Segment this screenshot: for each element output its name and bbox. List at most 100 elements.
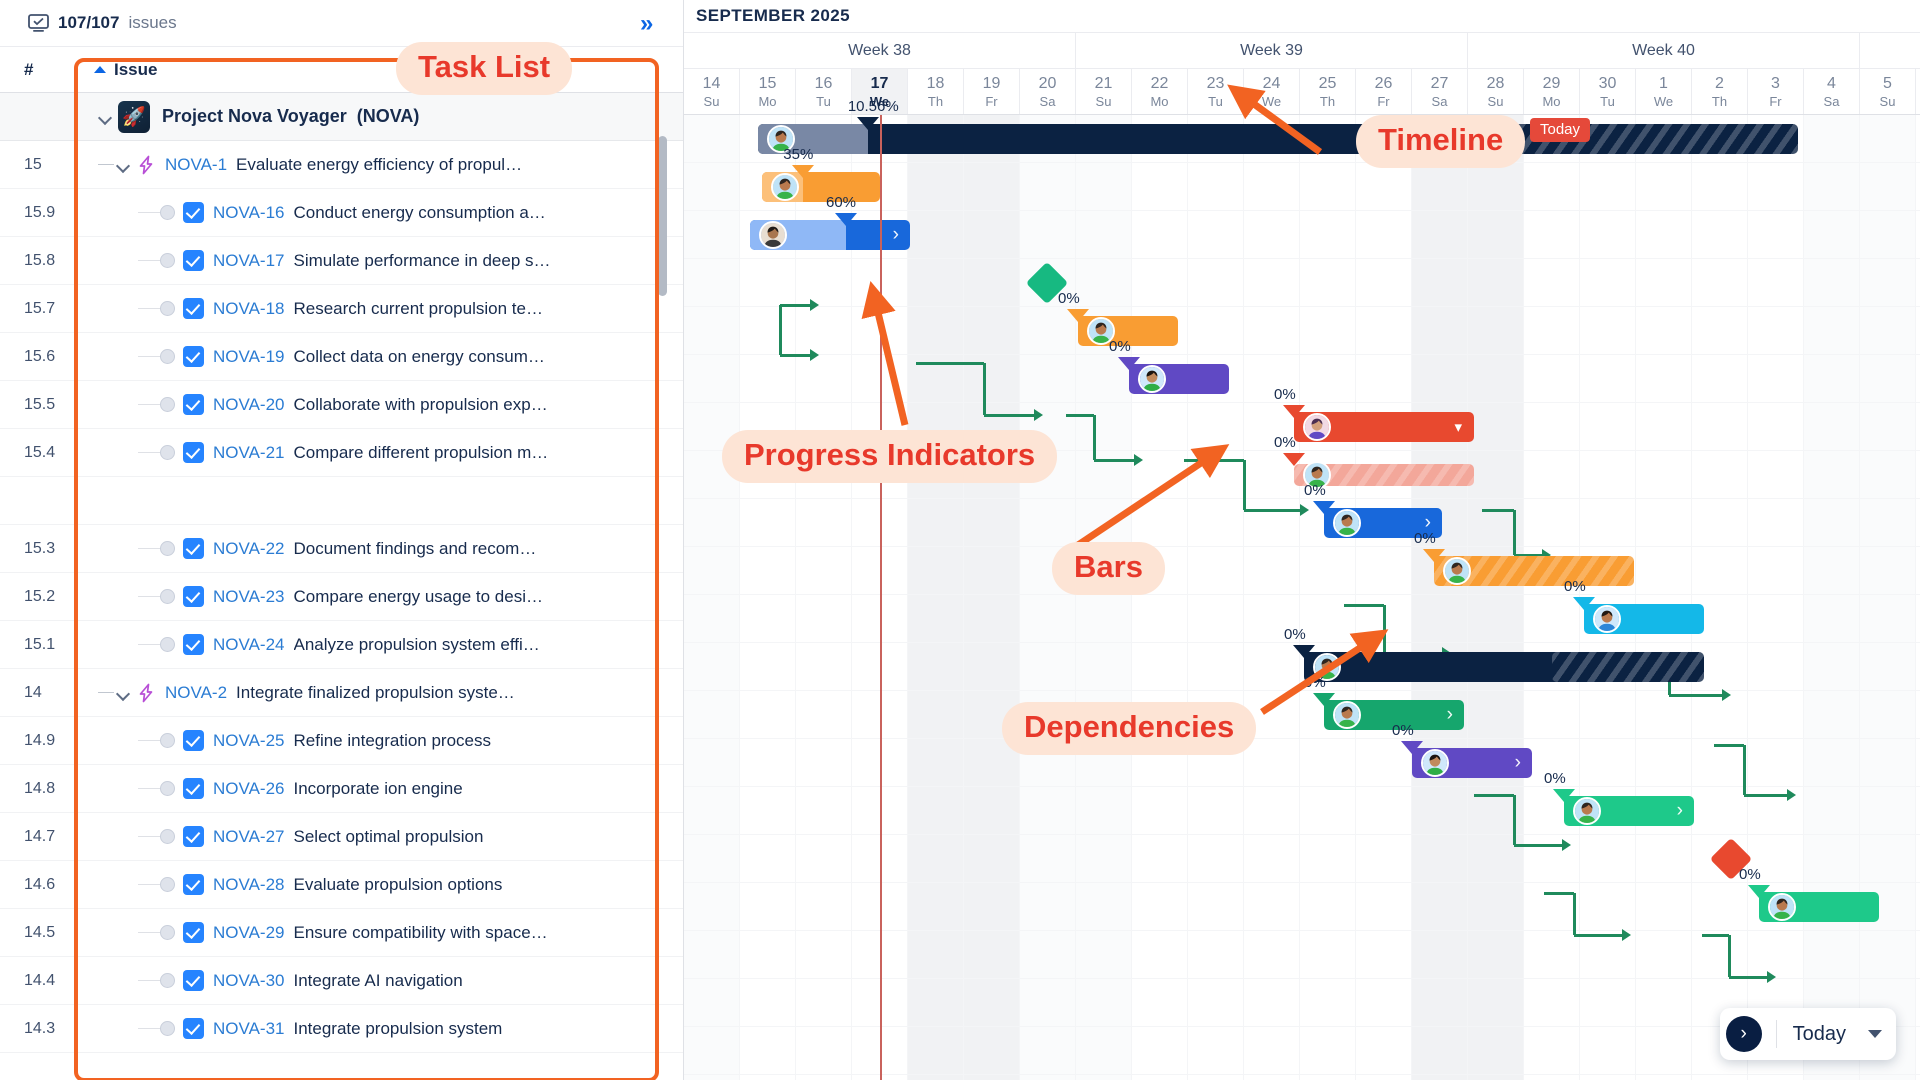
issue-summary[interactable]: Evaluate propulsion options (293, 874, 503, 894)
issue-key[interactable]: NOVA-22 (213, 538, 285, 558)
row-handle[interactable] (160, 781, 175, 796)
issue-summary[interactable]: Analyze propulsion system effi… (293, 634, 540, 654)
bar-nova-26[interactable]: › (1412, 748, 1532, 778)
issue-summary[interactable]: Conduct energy consumption a… (293, 202, 546, 222)
row-handle[interactable] (160, 829, 175, 844)
issue-key[interactable]: NOVA-17 (213, 250, 285, 270)
chevron-down-icon[interactable] (98, 110, 112, 124)
issue-key[interactable]: NOVA-28 (213, 874, 285, 894)
issue-key[interactable]: NOVA-25 (213, 730, 285, 750)
issue-summary[interactable]: Select optimal propulsion (293, 826, 484, 846)
issue-summary[interactable]: Simulate performance in deep s… (293, 250, 551, 270)
issue-key[interactable]: NOVA-24 (213, 634, 285, 654)
issue-key[interactable]: NOVA-30 (213, 970, 285, 990)
chevron-right-icon[interactable]: › (1446, 704, 1453, 725)
avatar[interactable] (1303, 461, 1331, 489)
row-handle[interactable] (160, 541, 175, 556)
bar-nova-22[interactable]: › (1324, 508, 1442, 538)
bar-nova-18[interactable] (1078, 316, 1178, 346)
row-handle[interactable] (160, 301, 175, 316)
chevron-right-icon[interactable]: › (892, 224, 899, 245)
row-handle[interactable] (160, 589, 175, 604)
issue-summary[interactable]: Compare energy usage to desi… (293, 586, 543, 606)
avatar[interactable] (771, 173, 799, 201)
today-control[interactable]: › Today (1719, 1008, 1896, 1060)
row-handle[interactable] (160, 1021, 175, 1036)
row-handle[interactable] (160, 973, 175, 988)
chevron-down-icon[interactable]: ▾ (1454, 419, 1462, 436)
collapse-panel-button[interactable]: » (640, 10, 653, 37)
row-handle[interactable] (160, 253, 175, 268)
chevron-down-icon[interactable] (116, 158, 130, 172)
row-handle[interactable] (160, 445, 175, 460)
chevron-right-icon[interactable]: › (1725, 1016, 1762, 1052)
issue-key[interactable]: NOVA-20 (213, 394, 285, 414)
issue-summary[interactable]: Collaborate with propulsion exp… (293, 394, 548, 414)
issue-key[interactable]: NOVA-31 (213, 1018, 285, 1038)
chevron-right-icon[interactable]: › (1676, 800, 1683, 821)
issue-key[interactable]: NOVA-19 (213, 346, 285, 366)
issue-summary[interactable]: Research current propulsion te… (293, 298, 543, 318)
avatar[interactable] (759, 221, 787, 249)
issue-summary[interactable]: Document findings and recom… (293, 538, 537, 558)
project-row[interactable]: 🚀Project Nova Voyager (NOVA) (0, 93, 683, 141)
row-handle[interactable] (160, 637, 175, 652)
avatar[interactable] (1443, 557, 1471, 585)
avatar[interactable] (1573, 797, 1601, 825)
issue-summary[interactable]: Incorporate ion engine (293, 778, 463, 798)
avatar[interactable] (1303, 413, 1331, 441)
row-handle[interactable] (160, 733, 175, 748)
issue-key[interactable]: NOVA-26 (213, 778, 285, 798)
avatar[interactable] (1768, 893, 1796, 921)
task-list-scrollbar[interactable] (658, 136, 667, 296)
bar-nova-16[interactable] (762, 172, 880, 202)
chevron-right-icon[interactable]: › (1424, 512, 1431, 533)
sort-asc-icon[interactable] (94, 66, 106, 73)
issue-summary[interactable]: Integrate propulsion system (293, 1018, 503, 1038)
issue-key[interactable]: NOVA-21 (213, 442, 285, 462)
today-button-label[interactable]: Today (1792, 1022, 1846, 1045)
column-header-issue[interactable]: Issue (76, 60, 157, 80)
avatar[interactable] (1421, 749, 1449, 777)
row-handle[interactable] (160, 397, 175, 412)
issue-key[interactable]: NOVA-18 (213, 298, 285, 318)
bar-nova-17[interactable]: › (750, 220, 910, 250)
bar-nova-19[interactable] (1129, 364, 1229, 394)
avatar[interactable] (767, 125, 795, 153)
row-handle[interactable] (160, 349, 175, 364)
row-handle[interactable] (160, 925, 175, 940)
issue-key[interactable]: NOVA-27 (213, 826, 285, 846)
bar-nova-27[interactable]: › (1564, 796, 1694, 826)
bar-nova-21[interactable] (1294, 461, 1474, 489)
avatar[interactable] (1333, 701, 1361, 729)
issue-summary[interactable]: Collect data on energy consum… (293, 346, 545, 366)
bar-nova-20[interactable]: ▾ (1294, 412, 1474, 442)
chevron-right-icon[interactable]: › (1514, 752, 1521, 773)
avatar[interactable] (1333, 509, 1361, 537)
bar-nova-29[interactable] (1759, 892, 1879, 922)
bar-nova-1[interactable] (758, 124, 1798, 154)
issue-summary[interactable]: Compare different propulsion m… (293, 442, 549, 462)
issue-summary[interactable]: Refine integration process (293, 730, 492, 750)
row-handle[interactable] (160, 205, 175, 220)
bar-nova-24[interactable] (1584, 604, 1704, 634)
issue-summary[interactable]: Integrate AI navigation (293, 970, 463, 990)
issue-summary[interactable]: Integrate finalized propulsion syste… (236, 682, 515, 702)
issue-key[interactable]: NOVA-2 (165, 682, 228, 702)
issue-summary[interactable]: Ensure compatibility with space… (293, 922, 548, 942)
